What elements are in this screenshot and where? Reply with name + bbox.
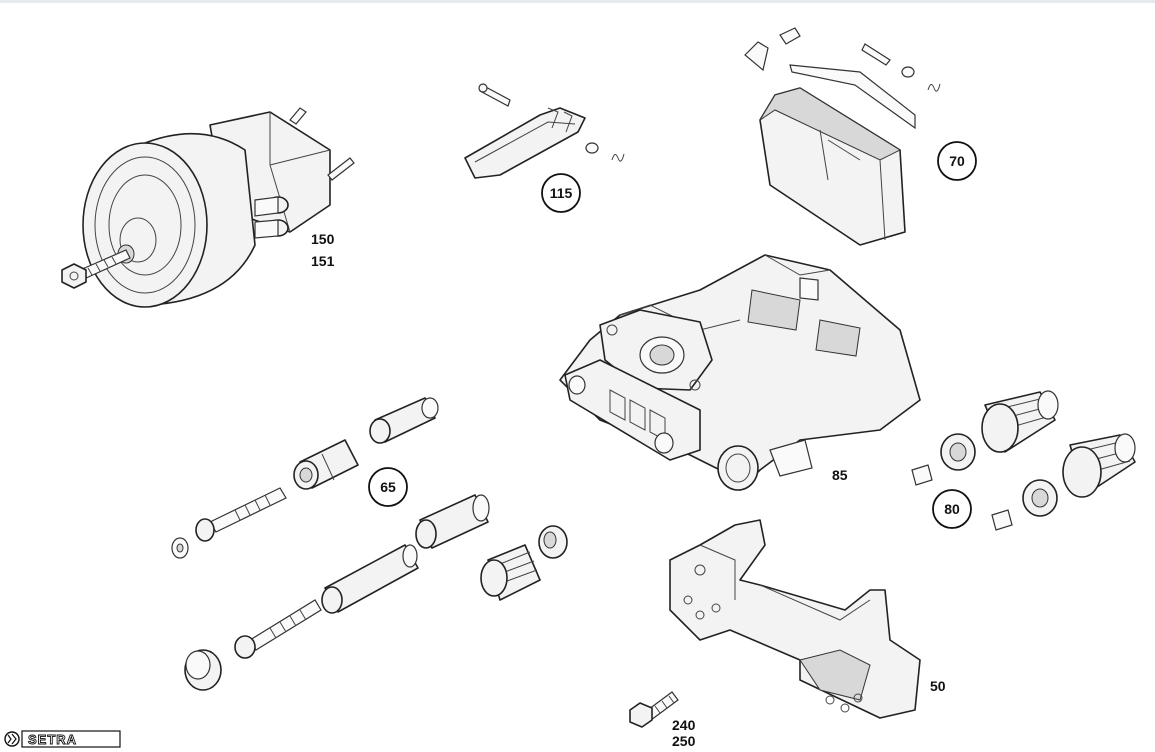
label-80: 80 — [944, 501, 960, 517]
guide-pin-kit-part — [171, 397, 568, 691]
logo-text: SETRA — [28, 732, 77, 747]
label-50: 50 — [930, 678, 946, 694]
label-250: 250 — [672, 733, 696, 749]
label-115: 115 — [550, 185, 573, 201]
label-151: 151 — [311, 253, 335, 269]
label-70: 70 — [949, 153, 965, 169]
pad-retainer-part — [464, 83, 625, 179]
setra-logo: SETRA — [4, 730, 121, 748]
top-border — [0, 0, 1155, 3]
label-150: 150 — [311, 231, 335, 247]
label-240: 240 — [672, 717, 696, 733]
callout-65: 65 — [368, 467, 408, 507]
callout-115: 115 — [541, 173, 581, 213]
caliper-housing-part — [559, 254, 921, 491]
carrier-part — [669, 519, 921, 719]
callout-70: 70 — [937, 141, 977, 181]
carrier-bolt-part — [629, 691, 679, 728]
brake-chamber-part — [61, 107, 355, 308]
callout-80: 80 — [932, 489, 972, 529]
label-85: 85 — [832, 467, 848, 483]
label-65: 65 — [380, 479, 396, 495]
brake-pads-part — [744, 27, 941, 246]
boot-kit-part — [911, 390, 1136, 531]
